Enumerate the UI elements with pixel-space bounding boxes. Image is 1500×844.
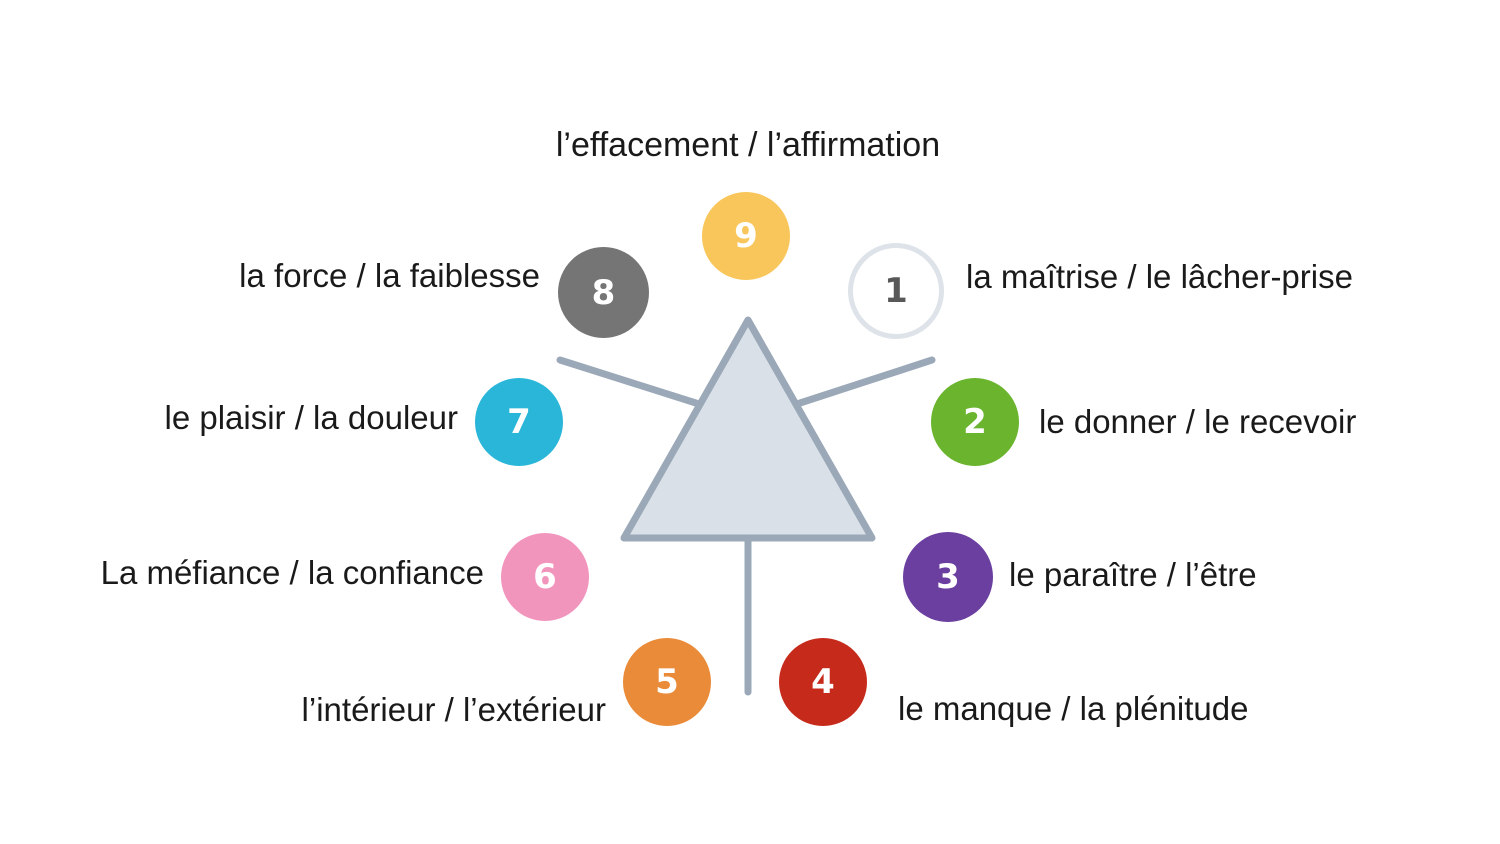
node-1-number: 1 <box>884 271 908 311</box>
node-3-circle[interactable]: 3 <box>903 532 993 622</box>
node-7-label: le plaisir / la douleur <box>164 399 459 436</box>
node-5-circle[interactable]: 5 <box>623 638 711 726</box>
node-6-circle[interactable]: 6 <box>501 533 589 621</box>
node-9-number: 9 <box>734 216 758 256</box>
center-triangle <box>620 316 876 542</box>
node-2-circle[interactable]: 2 <box>931 378 1019 466</box>
node-3-label: le paraître / l’être <box>1009 556 1257 593</box>
node-4-label: le manque / la plénitude <box>898 690 1249 727</box>
node-3-number: 3 <box>936 557 960 597</box>
node-6-label: La méfiance / la confiance <box>100 554 484 591</box>
node-4-number: 4 <box>811 662 835 702</box>
node-8-circle[interactable]: 8 <box>558 247 649 338</box>
node-6-number: 6 <box>533 557 557 597</box>
node-7-number: 7 <box>507 402 531 442</box>
node-7-circle[interactable]: 7 <box>475 378 563 466</box>
node-9-label: l’effacement / l’affirmation <box>555 126 941 164</box>
node-1-label: la maîtrise / le lâcher-prise <box>966 258 1353 295</box>
node-5-label: l’intérieur / l’extérieur <box>301 691 606 728</box>
node-8-number: 8 <box>591 272 616 313</box>
node-9-circle[interactable]: 9 <box>702 192 790 280</box>
node-8-label: la force / la faiblesse <box>239 257 540 294</box>
node-2-label: le donner / le recevoir <box>1039 403 1357 440</box>
node-4-circle[interactable]: 4 <box>779 638 867 726</box>
connector-upper-left <box>556 356 703 408</box>
node-2-number: 2 <box>963 402 987 442</box>
node-1-circle[interactable]: 1 <box>848 243 944 339</box>
connector-upper-right <box>793 356 936 408</box>
node-5-number: 5 <box>655 662 679 702</box>
